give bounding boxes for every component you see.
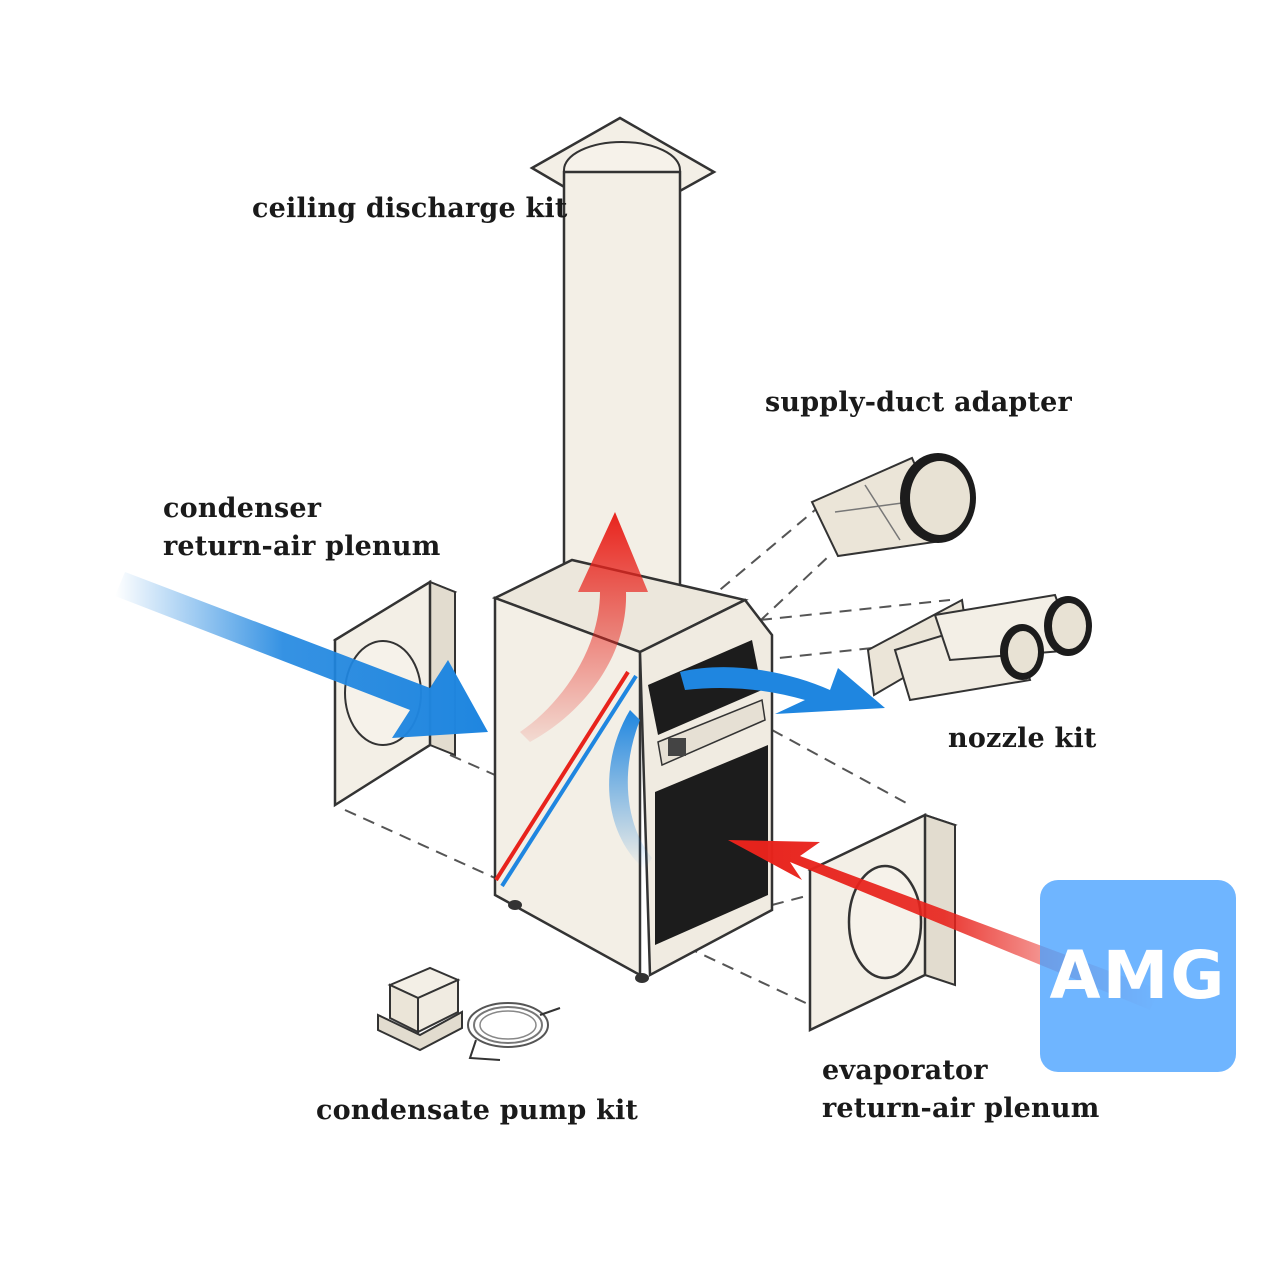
watermark-text: AMG — [1049, 937, 1227, 1014]
control-knob — [668, 738, 686, 756]
nozzle-opening-1 — [1008, 631, 1038, 673]
discharge-air-arrow — [520, 512, 648, 742]
supply-duct-adapter — [810, 453, 976, 558]
nozzle-kit — [866, 593, 1092, 702]
evaporator-plenum — [807, 813, 958, 1032]
supply-duct-adapter-label: supply-duct adapter — [765, 384, 1072, 422]
evaporator-plenum-opening — [847, 864, 923, 980]
evaporator-recirc-arrow — [609, 710, 652, 870]
adapter-seam — [864, 484, 901, 541]
label-line-2: return-air plenum — [163, 531, 441, 562]
nozzle-opening-2 — [1052, 603, 1086, 649]
label-text: ceiling discharge kit — [252, 193, 568, 224]
ac-unit — [491, 558, 774, 983]
pump-tubing-end — [468, 1007, 561, 1061]
pump-box-side — [417, 978, 459, 1034]
label-text: supply-duct adapter — [765, 387, 1072, 418]
pump-base — [377, 1010, 463, 1052]
pump-tubing-coil — [467, 1002, 549, 1048]
label-line-1: condenser — [163, 493, 322, 524]
supply-air-arrow — [680, 667, 885, 714]
condensate-pump-kit-label: condensate pump kit — [316, 1092, 638, 1130]
label-text: nozzle kit — [948, 723, 1097, 754]
pump-tubing-coil — [479, 1010, 537, 1040]
amg-watermark-logo: AMG — [1040, 880, 1236, 1072]
condenser-plenum-label: condenser return-air plenum — [163, 490, 441, 566]
evaporator-plenum-depth — [924, 813, 956, 987]
label-line-1: evaporator — [822, 1055, 988, 1086]
condenser-air-arrow — [115, 572, 488, 738]
return-grille — [655, 745, 768, 945]
caster-right — [635, 973, 649, 983]
evaporator-plenum-label: evaporator return-air plenum — [822, 1052, 1100, 1128]
caster-left — [508, 900, 522, 910]
nozzle-kit-label: nozzle kit — [948, 720, 1097, 758]
label-text: condensate pump kit — [316, 1095, 639, 1126]
pump-tubing-coil — [473, 1006, 543, 1044]
stripe-blue — [500, 674, 638, 888]
adapter-opening — [910, 461, 970, 535]
condensate-pump-kit — [377, 966, 561, 1061]
ceiling-discharge-kit-label: ceiling discharge kit — [252, 190, 568, 228]
label-line-2: return-air plenum — [822, 1093, 1100, 1124]
stripe-red — [494, 670, 630, 882]
